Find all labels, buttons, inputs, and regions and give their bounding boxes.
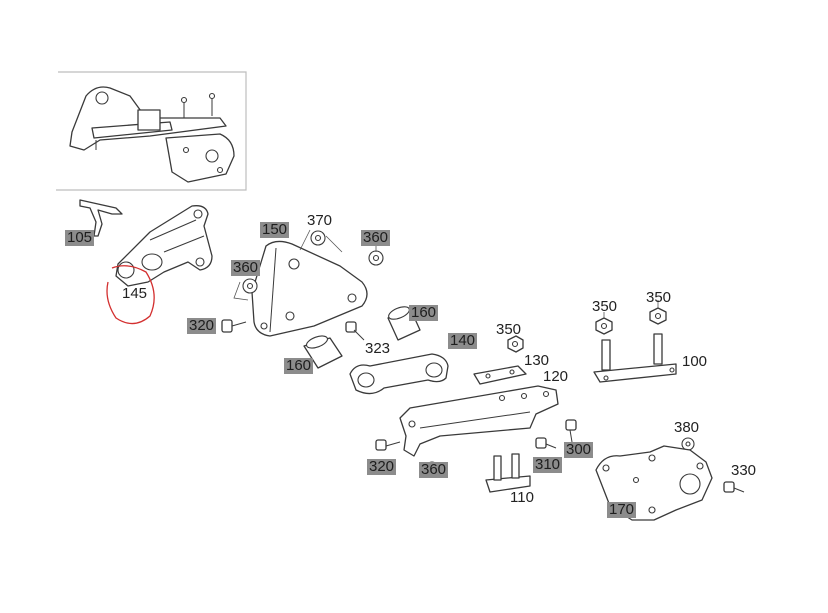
part-160-spacers bbox=[303, 306, 421, 369]
callout-110: 110 bbox=[510, 489, 534, 506]
callout-160: 160 bbox=[284, 357, 314, 374]
red-annotation-circle bbox=[106, 265, 155, 325]
part-100-stud-plate bbox=[593, 333, 677, 383]
callout-360: 360 bbox=[231, 259, 261, 276]
callout-310: 310 bbox=[533, 456, 563, 473]
part-130-plate bbox=[473, 365, 527, 385]
part-170-mounting-plate bbox=[595, 445, 713, 521]
callout-145: 145 bbox=[122, 285, 148, 302]
callout-380: 380 bbox=[674, 419, 700, 436]
part-105-pin bbox=[79, 199, 123, 237]
callout-170: 170 bbox=[607, 501, 637, 518]
part-150-plate bbox=[251, 240, 368, 337]
callout-160: 160 bbox=[409, 304, 439, 321]
callout-360: 360 bbox=[419, 461, 449, 478]
callout-300: 300 bbox=[564, 441, 594, 458]
callout-120: 120 bbox=[543, 368, 569, 385]
callout-320: 320 bbox=[187, 317, 217, 334]
callout-360: 360 bbox=[361, 229, 391, 246]
bolts bbox=[221, 319, 745, 493]
callout-370: 370 bbox=[307, 212, 333, 229]
callout-350: 350 bbox=[496, 321, 522, 338]
inset-overview bbox=[56, 71, 247, 191]
part-140-link-arm bbox=[349, 353, 449, 395]
part-110-stud-plate bbox=[485, 453, 531, 493]
callout-150: 150 bbox=[260, 221, 290, 238]
callout-140: 140 bbox=[448, 332, 478, 349]
callout-323: 323 bbox=[365, 340, 391, 357]
callout-320: 320 bbox=[367, 458, 397, 475]
callout-330: 330 bbox=[731, 462, 757, 479]
callout-130: 130 bbox=[524, 352, 550, 369]
part-120-long-bracket bbox=[399, 385, 559, 457]
callout-350: 350 bbox=[646, 289, 672, 306]
callout-350: 350 bbox=[592, 298, 618, 315]
part-145-support-bracket bbox=[106, 205, 213, 325]
callout-100: 100 bbox=[682, 353, 708, 370]
callout-105: 105 bbox=[65, 229, 95, 246]
